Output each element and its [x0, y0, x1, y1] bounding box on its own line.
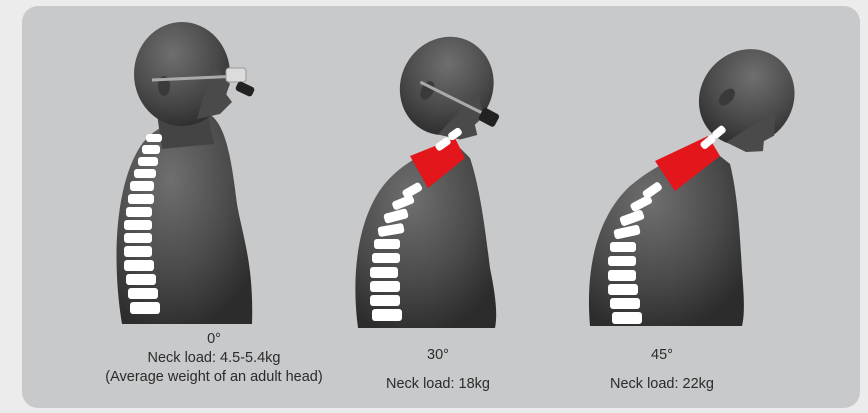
neck-load-label: Neck load: 22kg: [562, 375, 762, 394]
figure-30-degrees: [340, 38, 540, 328]
tilted-30-head-figure: [340, 38, 540, 328]
caption-45-degrees: 45° Neck load: 22kg: [562, 346, 762, 394]
posture-card: 0° Neck load: 4.5-5.4kg (Average weight …: [22, 6, 860, 408]
tilted-45-head-figure: [580, 56, 810, 326]
upright-head-figure: [102, 24, 302, 324]
caption-30-degrees: 30° Neck load: 18kg: [338, 346, 538, 394]
load-note: (Average weight of an adult head): [64, 368, 364, 387]
neck-load-label: Neck load: 18kg: [338, 375, 538, 394]
angle-label: 30°: [338, 346, 538, 365]
figure-45-degrees: [580, 56, 810, 326]
caption-0-degrees: 0° Neck load: 4.5-5.4kg (Average weight …: [64, 330, 364, 387]
neck-load-label: Neck load: 4.5-5.4kg: [64, 349, 364, 368]
figure-0-degrees: [102, 24, 302, 324]
angle-label: 0°: [64, 330, 364, 349]
angle-label: 45°: [562, 346, 762, 365]
